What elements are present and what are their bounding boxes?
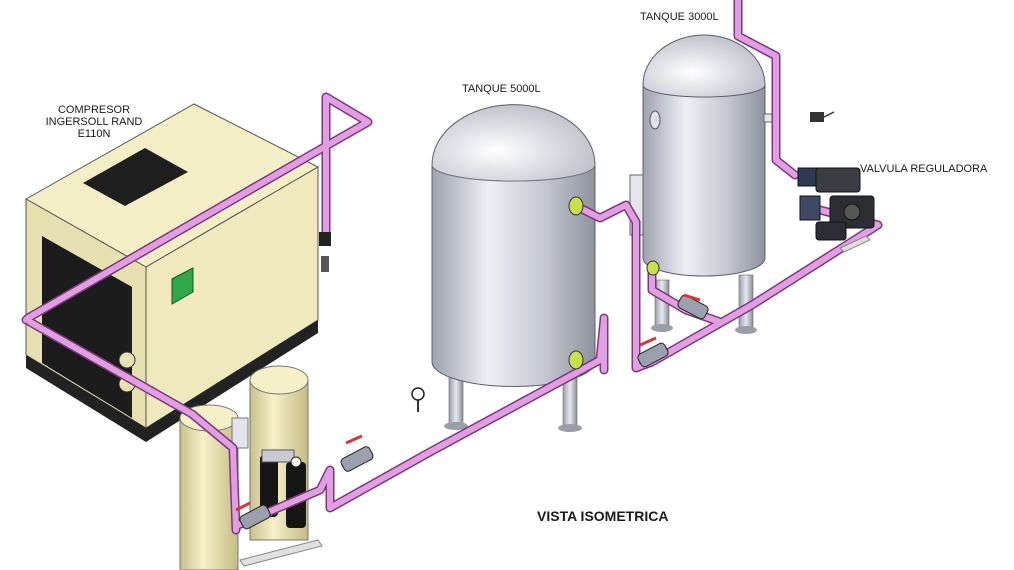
compressor-port-1 <box>118 351 136 369</box>
compressor-front-panel <box>42 236 132 418</box>
regulator-valve-assembly <box>797 167 875 253</box>
filter-black <box>286 462 306 528</box>
filter-black <box>260 455 278 517</box>
tank-3000l <box>629 34 779 334</box>
tank-5000l-dome <box>431 104 596 182</box>
tank-3000l-leg <box>735 326 757 334</box>
compressor-label: COMPRESOR INGERSOLL RAND E110N <box>34 104 154 140</box>
dryer-cylinder <box>249 365 309 395</box>
ball-valve <box>677 293 709 320</box>
fittings <box>235 111 875 530</box>
view-title: VISTA ISOMETRICA <box>537 508 669 524</box>
tank-3000-label: TANQUE 3000L <box>640 11 719 23</box>
compressor-label-line: COMPRESOR <box>57 104 131 116</box>
tank-5000l-leg <box>444 422 468 430</box>
pressure-gauge <box>411 387 425 412</box>
pipe-fill <box>23 0 881 533</box>
dryer-base-rail <box>239 539 323 567</box>
pressure-gauge-icon <box>290 456 302 468</box>
filter-housing <box>261 449 295 463</box>
compressor-label-line: INGERSOLL RAND <box>45 116 143 128</box>
regulator-valve-label: VALVULA REGULADORA <box>860 163 988 175</box>
ball-valve <box>235 501 271 530</box>
tank-5000-label: TANQUE 5000L <box>462 83 541 95</box>
ball-valve <box>340 434 374 472</box>
tank-5000l-seam <box>431 164 596 182</box>
valve-green <box>568 196 584 216</box>
valve-green <box>646 260 660 276</box>
tank-5000l-leg <box>558 424 582 432</box>
small-valve-handle <box>810 111 835 122</box>
ball-valve <box>637 336 669 368</box>
tank-3000l-body <box>642 84 766 277</box>
piping <box>21 0 883 535</box>
compressor-top-vent <box>83 148 188 206</box>
tank-3000l-leg <box>654 279 670 329</box>
compressor <box>24 103 320 442</box>
compressor-indicator <box>171 267 194 305</box>
drain-valve <box>319 232 331 272</box>
valve-green <box>568 350 584 370</box>
tank-3000l-dome <box>642 34 766 98</box>
compressor-label-line: E110N <box>77 128 111 140</box>
tank-5000l-body <box>431 164 596 387</box>
tank-3000l-leg <box>651 324 673 332</box>
tank-3000l-manhole <box>649 110 661 130</box>
dryer-panel <box>231 417 249 449</box>
tank-5000l <box>431 104 596 432</box>
compressor-base <box>26 320 318 442</box>
